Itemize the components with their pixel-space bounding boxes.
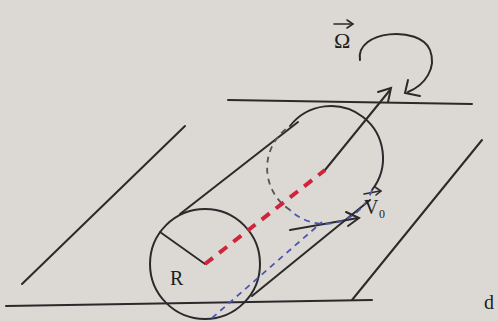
- velocity-arrow: [290, 218, 358, 230]
- radius-line: [160, 232, 205, 264]
- plane-edge: [228, 100, 472, 104]
- radius-label: R: [170, 268, 183, 288]
- plane-edge: [22, 126, 185, 284]
- contact-line: [212, 222, 322, 318]
- vector-bar: [334, 23, 352, 25]
- omega-label: Ω: [334, 30, 350, 52]
- velocity-label: V₀: [364, 197, 385, 217]
- arrowhead: [375, 187, 381, 195]
- rotation-curl: [360, 34, 432, 92]
- cylinder-axis: [205, 170, 325, 264]
- cylinder-edge: [180, 122, 298, 214]
- plane-edge: [352, 140, 482, 300]
- arrowhead: [405, 80, 420, 96]
- arrowhead: [347, 20, 353, 28]
- plane-edge: [6, 300, 372, 306]
- edge-letter: d: [484, 292, 494, 312]
- hidden-back-circle: [290, 190, 372, 224]
- back-circle: [290, 106, 383, 190]
- hidden-back-circle: [267, 126, 290, 210]
- rotation-axis-arrow: [325, 90, 390, 170]
- arrowhead: [378, 88, 391, 102]
